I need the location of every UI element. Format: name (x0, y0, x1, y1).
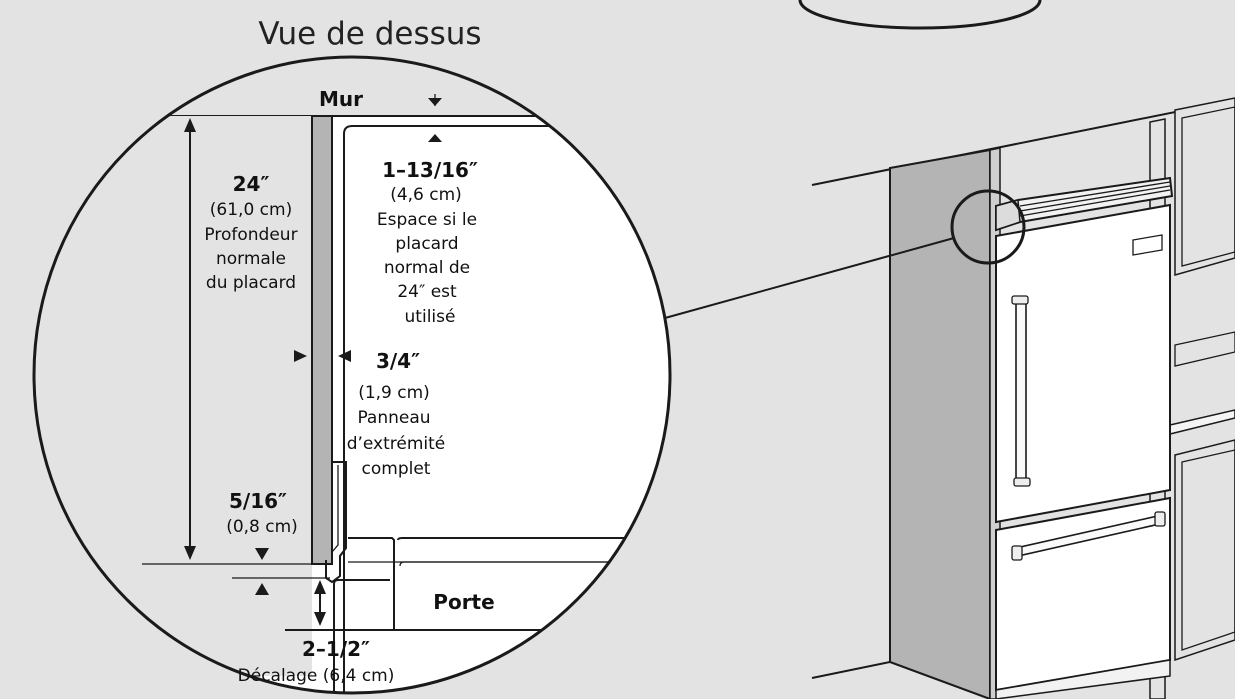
detail-marker (950, 189, 1026, 265)
panel-metric: (1,9 cm) (358, 383, 430, 403)
door-handle (1015, 299, 1027, 481)
panel-value: 3/4″ (376, 349, 420, 373)
panel-desc-line: complet (362, 459, 431, 479)
inset-value: 5/16″ (229, 489, 287, 513)
gap-metric: (4,6 cm) (390, 185, 462, 205)
fridge-door (995, 203, 1171, 524)
gap-desc-line: placard (395, 234, 458, 254)
counter (1169, 409, 1235, 435)
inset-metric: (0,8 cm) (226, 517, 298, 537)
end-panel (889, 148, 991, 699)
depth-value: 24″ (233, 172, 270, 196)
leader-line (664, 237, 955, 319)
kitchen-scene (664, 97, 1235, 699)
gap-value: 1–13/16″ (382, 158, 478, 182)
diagram-title: Vue de dessus (258, 16, 481, 52)
wall-label: Mur (319, 87, 363, 111)
top-circle-arc (798, 0, 1042, 30)
depth-metric: (61,0 cm) (210, 200, 292, 220)
panel-desc-line: Panneau (357, 408, 430, 428)
offset-value: 2–1/2″ (302, 637, 370, 661)
refrigerator (995, 176, 1174, 699)
depth-desc-line: Profondeur (204, 225, 297, 245)
door-label: Porte (433, 590, 494, 614)
depth-desc-line: du placard (206, 273, 296, 293)
gap-desc-line: normal de (384, 258, 470, 278)
offset-desc: Décalage (6,4 cm) (238, 666, 395, 686)
control-display (1132, 234, 1163, 256)
end-panel-section (311, 115, 333, 565)
depth-desc-line: normale (216, 249, 286, 269)
upper-cabinet (1174, 97, 1235, 276)
dimension-lines (142, 94, 442, 631)
gap-desc-line: utilisé (405, 307, 456, 327)
gap-desc-line: Espace si le (377, 210, 477, 230)
panel-desc-line: d’extrémité (347, 434, 446, 454)
detail-circle (32, 55, 672, 695)
gap-desc-line: 24″ est (397, 282, 457, 302)
